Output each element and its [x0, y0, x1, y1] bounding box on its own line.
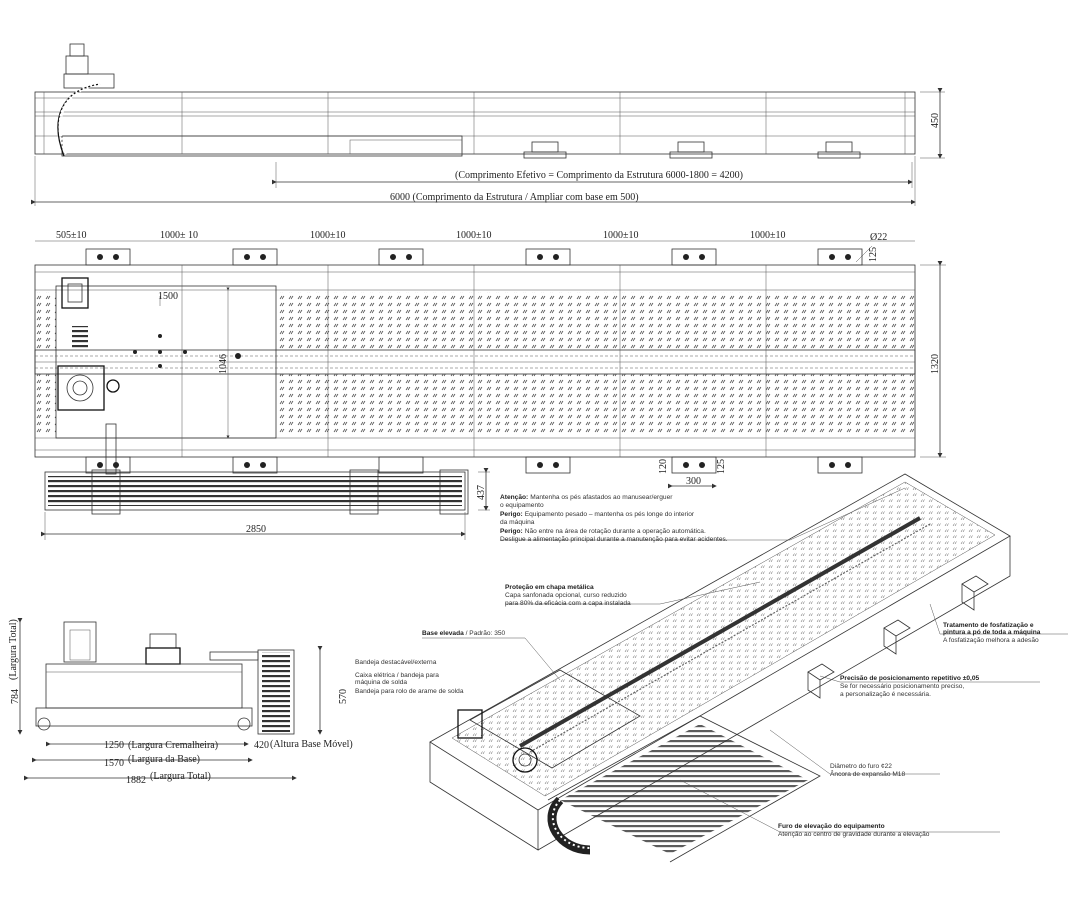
dim-1046: 1046	[218, 354, 229, 374]
plan-view: 505±10 1000± 10 1000±10 1000±10 1000±10 …	[34, 230, 946, 540]
treatment-title-1: Tratamento de fosfatização e	[943, 622, 1034, 629]
dim-1000-d: 1000±10	[603, 230, 639, 241]
dim-1000-c: 1000±10	[456, 230, 492, 241]
dim-420: 420	[254, 740, 269, 751]
tray-note-3: máquina de solda	[355, 679, 407, 686]
dim-1570-label: (Largura da Base)	[128, 754, 200, 765]
warning-1: Atenção:Mantenha os pés afastados ao man…	[500, 494, 673, 501]
tray-note-2: Caixa elétrica / bandeja para	[355, 672, 439, 679]
lift-hole-text: Atenção ao centro de gravidade durante a…	[778, 831, 930, 838]
tray-note-1: Bandeja destacável/externa	[355, 659, 437, 666]
dim-1000-b: 1000±10	[310, 230, 346, 241]
dim-120: 120	[658, 459, 669, 474]
top-view: 450 (Comprimento Efetivo = Comprimento d…	[31, 43, 945, 206]
warning-2: Perigo:Equipamento pesado – mantenha os …	[500, 511, 695, 518]
dim-1250: 1250	[104, 740, 124, 751]
dim-784-label: (Largura Total)	[8, 619, 19, 680]
dim-1882: 1882	[126, 775, 146, 786]
raised-base-callout: Base elevada / Padrão: 350	[422, 630, 506, 637]
side-view: 784 (Largura Total) 570 1250 (Largura Cr…	[8, 618, 464, 786]
sheet-metal-text-1: Capa sanfonada opcional, curso reduzido	[505, 592, 627, 599]
treatment-text: A fosfatização melhora a adesão	[943, 637, 1039, 644]
warning-2-cont: da máquina	[500, 519, 535, 526]
dim-1000-a: 1000± 10	[160, 230, 198, 241]
treatment-title-2: pintura a pó de toda a máquina	[943, 629, 1041, 636]
dim-1882-label: (Largura Total)	[150, 771, 211, 782]
hole-text-1: Diâmetro do furo ¢22	[830, 763, 892, 770]
precision-text-1: Se for necessário posicionamento preciso…	[840, 683, 964, 690]
hole-dia-22: Ø22	[870, 232, 887, 243]
tray-note-4: Bandeja para rolo de arame de solda	[355, 688, 464, 695]
dim-1000-e: 1000±10	[750, 230, 786, 241]
warning-1-cont: o equipamento	[500, 502, 544, 509]
precision-title: Precisão de posicionamento repetitivo ±0…	[840, 675, 980, 682]
sheet-metal-text-2: para 80% da eficácia com a capa instalad…	[505, 600, 631, 607]
dim-125-bottom: 125	[716, 459, 727, 474]
dim-1500: 1500	[158, 291, 178, 302]
dim-505: 505±10	[56, 230, 87, 241]
dim-2850: 2850	[246, 524, 266, 535]
effective-length-label: (Comprimento Efetivo = Comprimento da Es…	[455, 170, 743, 181]
precision-text-2: a personalização é necessária.	[840, 691, 931, 698]
isometric-view: Atenção:Mantenha os pés afastados ao man…	[422, 473, 1068, 863]
dim-300: 300	[686, 476, 701, 487]
dim-1250-label: (Largura Cremalheira)	[128, 740, 218, 751]
warning-3: Perigo:Não entre na área de rotação dura…	[500, 528, 706, 535]
dim-437: 437	[476, 485, 487, 500]
total-length-label: 6000 (Comprimento da Estrutura / Ampliar…	[390, 192, 639, 203]
dim-height-450: 450	[930, 113, 941, 128]
hole-text-2: Âncora de expansão M18	[830, 769, 905, 778]
sheet-metal-title: Proteção em chapa metálica	[505, 584, 594, 591]
dim-784: 784	[10, 689, 21, 704]
dim-1570: 1570	[104, 758, 124, 769]
dim-125-top: 125	[868, 247, 879, 262]
dim-420-label: (Altura Base Móvel)	[270, 739, 353, 750]
warning-3-cont: Desligue a alimentação principal durante…	[500, 536, 728, 543]
dim-570: 570	[338, 689, 349, 704]
lift-hole-title: Furo de elevação do equipamento	[778, 823, 885, 830]
dim-1320: 1320	[930, 354, 941, 374]
